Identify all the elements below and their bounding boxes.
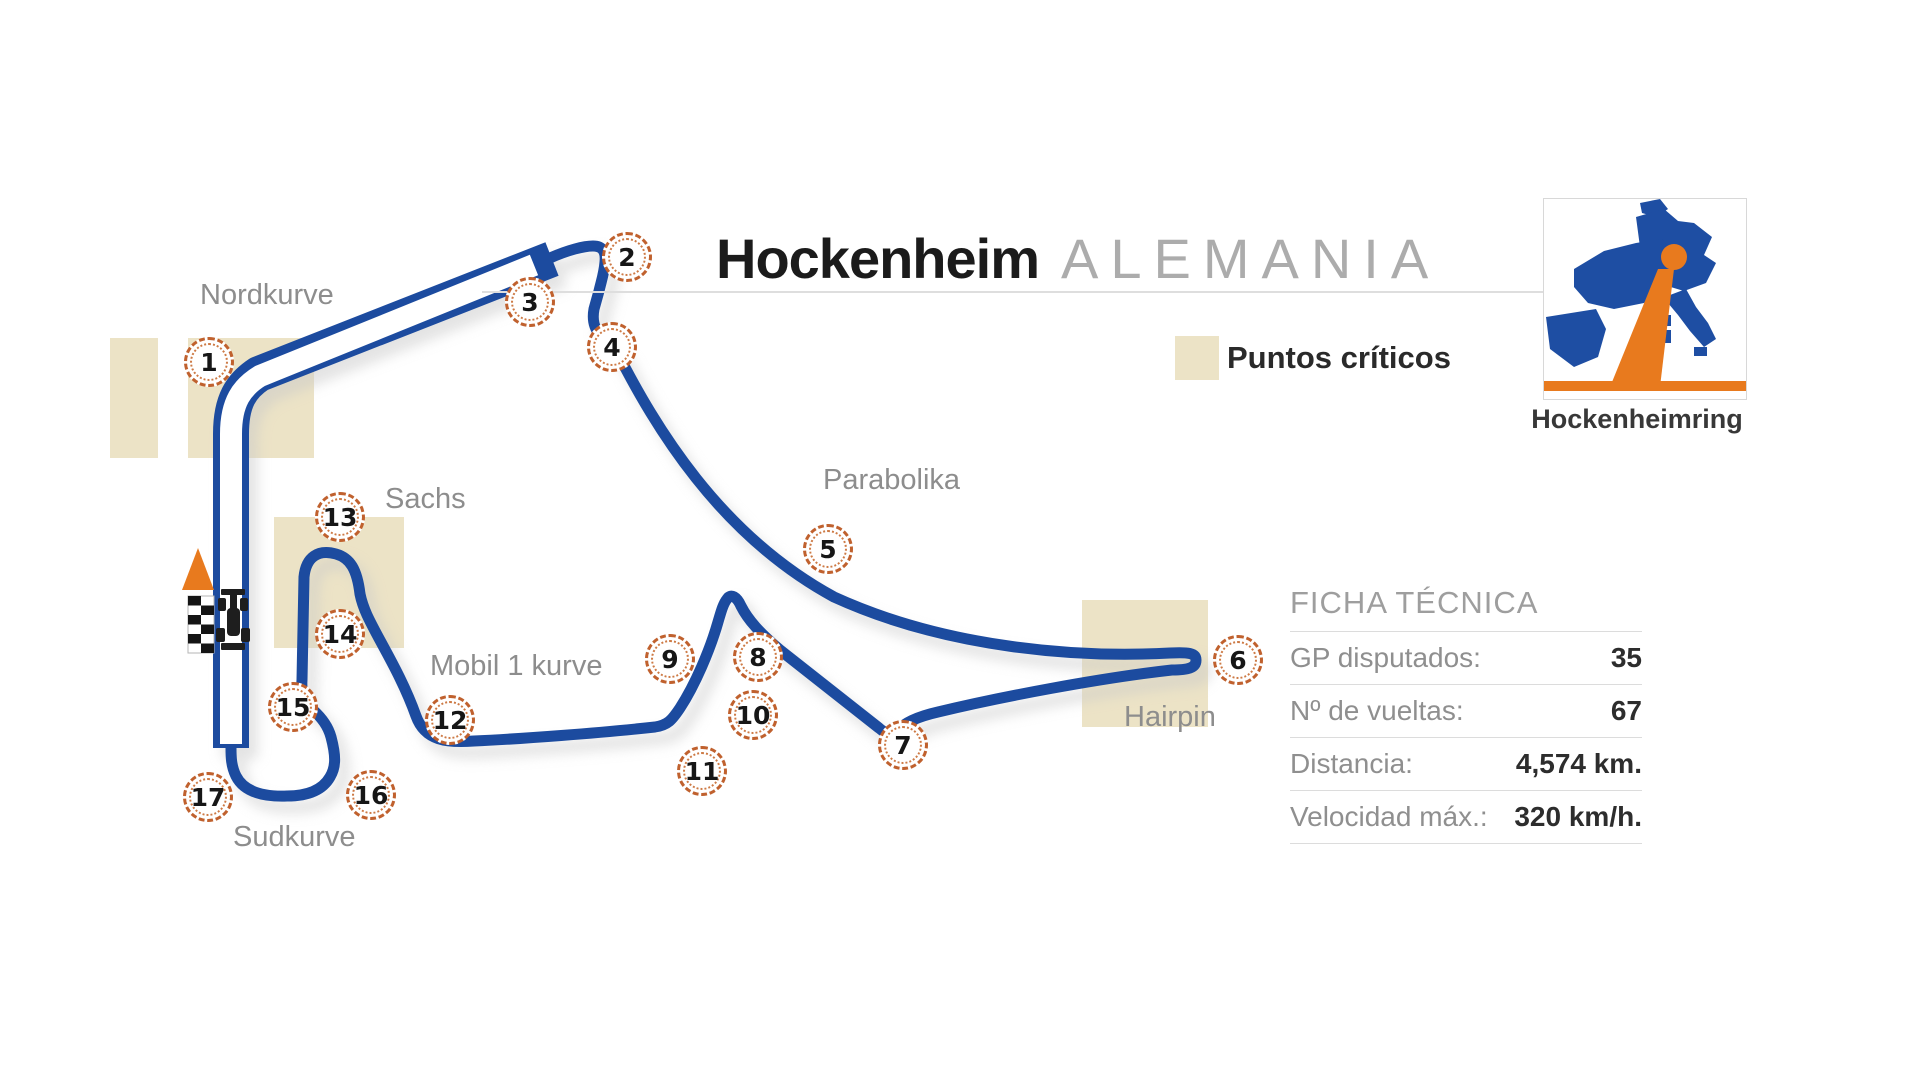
turn-marker-13: 13 [315,492,365,542]
turn-marker-number: 17 [190,782,226,812]
title-divider [482,291,1543,293]
direction-arrow-icon [182,548,214,590]
turn-marker-number: 11 [684,756,720,786]
corner-label-mobil-1-kurve: Mobil 1 kurve [430,650,603,682]
corner-label-sachs: Sachs [385,483,466,515]
turn-marker-8: 8 [733,632,783,682]
turn-marker-number: 9 [661,644,679,674]
tech-sheet-row: Distancia: 4,574 km. [1290,737,1642,790]
turn-marker-ring-icon [189,778,227,816]
tech-row-value: 4,574 km. [1515,748,1642,779]
turn-marker-number: 2 [618,242,636,272]
tech-sheet-row: GP disputados: 35 [1290,631,1642,684]
start-straight-centerline [220,254,539,744]
turn-marker-number: 3 [521,287,539,317]
tech-row-label: Velocidad máx.: [1290,801,1488,832]
turn-marker-number: 5 [819,534,837,564]
turn-marker-16: 16 [346,770,396,820]
turn-marker-number: 10 [735,700,771,730]
turn-marker-ring-icon [511,283,549,321]
tech-sheet-heading: FICHA TÉCNICA [1290,585,1539,620]
turn-marker-ring-icon [321,498,359,536]
legend-label: Puntos críticos [1227,340,1451,375]
turn-marker-ring-icon [352,776,390,814]
turn-marker-2: 2 [602,232,652,282]
turn-marker-number: 12 [432,705,468,735]
tech-sheet-row: Velocidad máx.: 320 km/h. [1290,790,1642,844]
circuit-country: ALEMANIA [1061,227,1441,290]
turn-marker-ring-icon [734,696,772,734]
turn-marker-6: 6 [1213,635,1263,685]
tech-sheet-row: Nº de vueltas: 67 [1290,684,1642,737]
turn-marker-9: 9 [645,634,695,684]
tech-row-value: 35 [1610,642,1642,673]
turn-marker-number: 14 [322,619,358,649]
turn-marker-ring-icon [593,328,631,366]
turn-marker-5: 5 [803,524,853,574]
tech-sheet-panel: FICHA TÉCNICA GP disputados: 35 Nº de vuel… [1290,583,1642,844]
turn-marker-14: 14 [315,609,365,659]
turn-marker-number: 16 [353,780,389,810]
turn-marker-1: 1 [184,337,234,387]
turn-marker-ring-icon [274,688,312,726]
location-map-inset [1543,198,1747,400]
turn-marker-ring-icon [1219,641,1257,679]
europe-map-icon [1544,199,1746,391]
turn-marker-number: 4 [603,332,621,362]
turn-marker-17: 17 [183,772,233,822]
inset-caption: Hockenheimring [1531,404,1743,434]
race-car-icon [216,589,250,650]
corner-label-hairpin: Hairpin [1124,701,1216,733]
turn-marker-15: 15 [268,682,318,732]
turn-marker-number: 6 [1229,645,1247,675]
turn-marker-10: 10 [728,690,778,740]
turn-marker-number: 1 [200,347,218,377]
turn-marker-number: 7 [894,730,912,760]
checkered-flag-cells [188,596,214,653]
tech-row-value: 320 km/h. [1514,801,1642,832]
turn-marker-4: 4 [587,322,637,372]
critical-points-swatch-icon [1175,336,1219,380]
corner-label-sudkurve: Sudkurve [233,821,356,853]
page-title: Hockenheim ALEMANIA [716,226,1440,291]
turn-marker-7: 7 [878,720,928,770]
turn-marker-ring-icon [321,615,359,653]
corner-label-nordkurve: Nordkurve [200,279,334,311]
tech-row-value: 67 [1610,695,1642,726]
tech-row-label: GP disputados: [1290,642,1481,673]
turn-marker-number: 15 [275,692,311,722]
turn-marker-3: 3 [505,277,555,327]
turn-marker-ring-icon [683,752,721,790]
turn-marker-ring-icon [190,343,228,381]
tech-row-label: Distancia: [1290,748,1413,779]
turn-marker-ring-icon [739,638,777,676]
turn-marker-ring-icon [884,726,922,764]
critical-zone-box [110,338,158,458]
turn-marker-number: 8 [749,642,767,672]
circuit-name: Hockenheim [716,227,1040,290]
turn-marker-ring-icon [431,701,469,739]
corner-label-parabolika: Parabolika [823,464,961,496]
tech-row-label: Nº de vueltas: [1290,695,1464,726]
turn-marker-ring-icon [651,640,689,678]
turn-marker-11: 11 [677,746,727,796]
turn-marker-12: 12 [425,695,475,745]
turn-marker-ring-icon [608,238,646,276]
start-finish-group [182,548,250,654]
turn-marker-number: 13 [322,502,358,532]
turn-marker-ring-icon [809,530,847,568]
